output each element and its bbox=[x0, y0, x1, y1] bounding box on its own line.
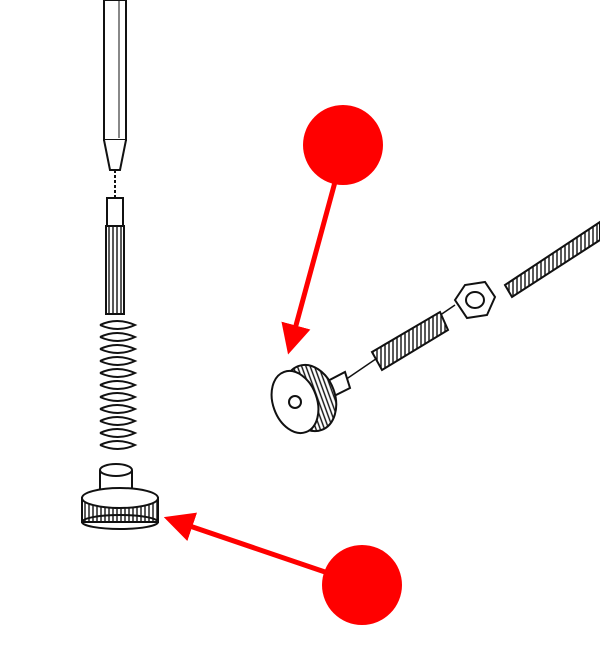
marker-top-circle bbox=[303, 105, 383, 185]
marker-bottom-arrow bbox=[163, 512, 326, 575]
vertical-spring bbox=[99, 320, 138, 450]
angled-assembly bbox=[270, 220, 600, 434]
vertical-assembly-knurled-knob bbox=[81, 463, 159, 530]
hex-nut bbox=[453, 280, 497, 320]
marker-bottom-circle bbox=[322, 545, 402, 625]
angled-spring bbox=[370, 310, 450, 372]
upper-rod bbox=[103, 0, 127, 171]
threaded-sleeve bbox=[105, 197, 125, 315]
vertical-assembly bbox=[81, 0, 159, 530]
threaded-rod bbox=[503, 220, 600, 299]
marker-bottom bbox=[163, 512, 402, 625]
marker-top bbox=[281, 105, 383, 355]
side-view-knurled-knob bbox=[270, 363, 352, 434]
marker-top-arrow bbox=[281, 181, 338, 355]
